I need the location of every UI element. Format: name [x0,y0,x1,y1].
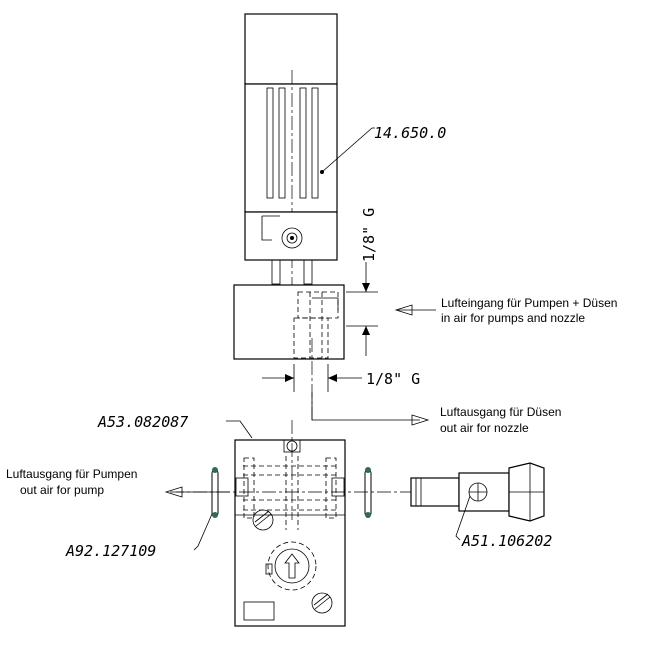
air-outlet-nozzle-label-de: Luftausgang für Düsen [440,405,561,419]
dimension-horizontal-thread: 1/8" G [262,364,420,392]
manifold-block-lower [234,420,346,627]
dimension-horizontal-label: 1/8" G [366,370,420,388]
air-outlet-pump-arrow [164,486,230,498]
dimension-vertical-thread: 1/8" G [346,208,378,356]
leader-fitting [455,495,471,541]
dimension-vertical-label: 1/8" G [360,208,378,262]
oring-left [211,467,219,518]
air-outlet-pump-label-en: out air for pump [20,483,104,497]
air-outlet-pump-label-de: Luftausgang für Pumpen [6,467,137,481]
leader-regulator [321,127,375,173]
manifold-block-upper [233,284,345,420]
pressure-regulator [244,13,338,285]
air-inlet-arrow [394,304,436,316]
leader-oring [193,513,213,551]
air-outlet-nozzle-label-en: out air for nozzle [440,421,529,435]
banjo-fitting [410,462,545,522]
part-number-fitting: A51.106202 [461,532,552,550]
oring-right [364,467,372,518]
part-number-block: A53.082087 [97,413,188,431]
leader-block [226,420,253,439]
part-number-regulator: 14.650.0 [374,124,446,142]
air-inlet-label-en: in air for pumps and nozzle [441,311,585,325]
air-outlet-nozzle-arrow [311,392,430,426]
part-number-oring: A92.127109 [65,542,156,560]
air-inlet-label-de: Lufteingang für Pumpen + Düsen [441,296,617,310]
